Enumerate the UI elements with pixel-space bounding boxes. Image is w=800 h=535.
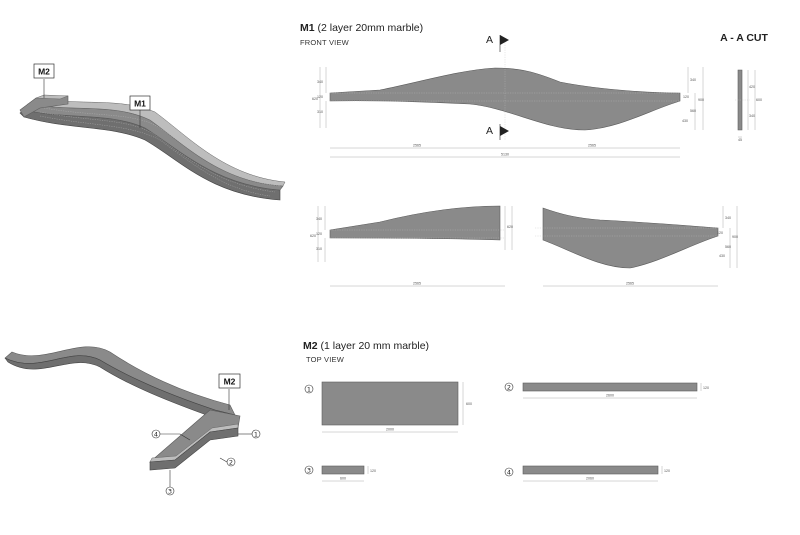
svg-text:340: 340 <box>725 216 731 220</box>
svg-text:1: 1 <box>307 386 311 394</box>
svg-text:FRONT VIEW: FRONT VIEW <box>300 38 350 47</box>
svg-text:TOP VIEW: TOP VIEW <box>306 355 345 364</box>
svg-text:120: 120 <box>317 95 323 99</box>
svg-text:3: 3 <box>168 488 172 496</box>
svg-text:3: 3 <box>307 467 311 475</box>
svg-text:2: 2 <box>229 459 233 467</box>
m2-part-1: 1 600 2000 <box>304 381 472 433</box>
svg-text:310: 310 <box>317 110 323 114</box>
svg-text:340: 340 <box>317 80 323 84</box>
svg-text:45: 45 <box>738 138 742 142</box>
svg-text:2000: 2000 <box>386 428 394 432</box>
m1-half-view-left: 620 340 120 310 620 2565 <box>310 205 513 287</box>
svg-text:120: 120 <box>717 231 723 235</box>
svg-text:560: 560 <box>725 245 731 249</box>
tag-m1: M1 <box>129 95 151 128</box>
tag-m2-bottom: M2 <box>218 373 241 410</box>
tag-m2-top: M2 <box>33 63 55 98</box>
svg-text:620: 620 <box>310 234 316 238</box>
m2-part-4: 4 120 2060 <box>504 465 670 482</box>
svg-text:2565: 2565 <box>626 282 634 286</box>
m1-header: M1 (2 layer 20mm marble) FRONT VIEW <box>300 22 423 47</box>
svg-text:600: 600 <box>466 402 472 406</box>
svg-text:M2: M2 <box>38 67 50 77</box>
svg-text:120: 120 <box>370 469 376 473</box>
svg-text:340: 340 <box>690 78 696 82</box>
svg-text:120: 120 <box>664 469 670 473</box>
svg-text:4: 4 <box>507 469 511 477</box>
svg-text:120: 120 <box>703 386 709 390</box>
svg-text:900: 900 <box>732 235 738 239</box>
svg-text:900: 900 <box>698 98 704 102</box>
svg-text:120: 120 <box>683 95 689 99</box>
svg-text:620: 620 <box>507 225 513 229</box>
svg-text:2565: 2565 <box>413 144 421 148</box>
svg-text:M2 (1 layer 20 mm marble): M2 (1 layer 20 mm marble) <box>303 340 429 352</box>
callouts-3d: 1 2 3 4 <box>151 429 261 496</box>
svg-text:120: 120 <box>316 232 322 236</box>
m2-header: M2 (1 layer 20 mm marble) TOP VIEW <box>303 340 429 364</box>
svg-text:600: 600 <box>340 477 346 481</box>
m1-half-view-right: 340 120 560 430 900 2565 <box>535 206 738 287</box>
svg-text:340: 340 <box>749 114 755 118</box>
svg-text:430: 430 <box>682 119 688 123</box>
svg-text:310: 310 <box>316 247 322 251</box>
m2-perspective <box>4 346 241 471</box>
svg-text:2565: 2565 <box>588 144 596 148</box>
m2-part-2: 2 120 2600 <box>504 382 709 399</box>
svg-text:560: 560 <box>690 109 696 113</box>
svg-text:A: A <box>486 125 493 137</box>
svg-text:620: 620 <box>312 97 318 101</box>
svg-text:420: 420 <box>749 85 755 89</box>
svg-text:5130: 5130 <box>501 153 509 157</box>
svg-text:2565: 2565 <box>413 282 421 286</box>
svg-text:1: 1 <box>254 431 258 439</box>
svg-text:2600: 2600 <box>606 394 614 398</box>
svg-text:340: 340 <box>316 217 322 221</box>
section-title: A - A CUT <box>720 32 768 44</box>
svg-text:2: 2 <box>507 384 511 392</box>
svg-text:M1: M1 <box>134 99 146 109</box>
svg-text:2060: 2060 <box>586 477 594 481</box>
section-a-a: 420 340 600 45 <box>735 69 762 142</box>
svg-text:M2: M2 <box>224 377 236 387</box>
svg-text:430: 430 <box>719 254 725 258</box>
svg-text:M1 (2 layer 20mm marble): M1 (2 layer 20mm marble) <box>300 22 423 34</box>
m1-perspective <box>19 94 286 201</box>
m1-front-view: A A 620 340 120 310 340 120 560 900 430 … <box>312 34 704 158</box>
svg-text:4: 4 <box>154 431 158 439</box>
m2-part-3: 3 120 600 <box>304 465 376 482</box>
svg-text:600: 600 <box>756 98 762 102</box>
svg-text:A: A <box>486 34 493 46</box>
